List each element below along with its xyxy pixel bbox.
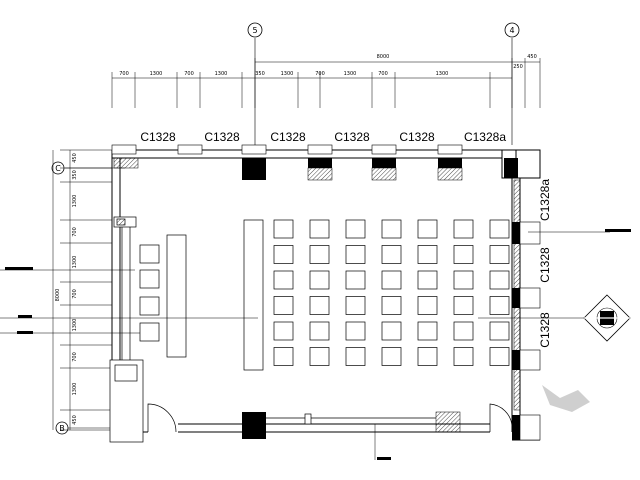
student-desk (273, 270, 294, 290)
student-desk (381, 296, 402, 315)
svg-text:C1328: C1328 (334, 130, 370, 144)
grid-bubble-top-left: 5 (247, 22, 263, 38)
svg-text:1300: 1300 (215, 71, 228, 77)
student-desk (345, 219, 366, 239)
svg-text:C1328: C1328 (270, 130, 306, 144)
svg-text:1300: 1300 (72, 383, 78, 396)
student-desk (417, 219, 438, 239)
left-dimension-lines (52, 149, 112, 431)
grid-bubble-top-right: 4 (504, 22, 520, 38)
student-desk (345, 270, 366, 290)
seating-grid (273, 219, 510, 366)
student-desk (273, 296, 294, 315)
student-desk (381, 219, 402, 239)
svg-text:5: 5 (252, 26, 257, 35)
right-window-frames (519, 221, 541, 441)
student-desk (273, 245, 294, 264)
svg-text:450: 450 (72, 153, 78, 163)
dim-left-overall: 8000 (55, 289, 61, 302)
student-desk (345, 296, 366, 315)
student-desk (345, 245, 366, 264)
grid-bubble-left-bottom: B (55, 421, 69, 435)
student-desk (489, 296, 510, 315)
svg-text:700: 700 (72, 352, 78, 362)
svg-text:1300: 1300 (150, 71, 163, 77)
top-window-strip (111, 144, 463, 155)
top-dimension-labels: 700 1300 700 1300 350 1300 700 1300 700 … (119, 71, 448, 77)
svg-text:C1328a: C1328a (538, 179, 552, 221)
student-desk (309, 321, 330, 341)
svg-text:700: 700 (119, 71, 129, 77)
svg-text:C1328a: C1328a (464, 130, 506, 144)
left-dimension-labels: 450 350 1300 700 1300 700 1300 700 1300 … (72, 153, 78, 425)
student-desk (345, 347, 366, 366)
student-desk (381, 270, 402, 290)
student-desk (489, 270, 510, 290)
compass-icon (583, 294, 631, 342)
svg-text:700: 700 (315, 71, 325, 77)
svg-text:1300: 1300 (436, 71, 449, 77)
student-desk (417, 321, 438, 341)
svg-text:1300: 1300 (72, 195, 78, 208)
svg-text:C1328: C1328 (399, 130, 435, 144)
top-window-labels: C1328 C1328 C1328 C1328 C1328 C1328a (140, 130, 506, 144)
student-desk (453, 270, 474, 290)
doors (147, 403, 513, 433)
svg-text:C1328: C1328 (204, 130, 240, 144)
student-desk (273, 347, 294, 366)
right-window-labels: C1328a C1328 C1328 (538, 179, 552, 348)
front-furniture (109, 216, 264, 443)
student-desk (489, 219, 510, 239)
student-desk (417, 296, 438, 315)
svg-text:350: 350 (255, 71, 265, 77)
grid-bubble-left-top: C (51, 161, 65, 175)
student-desk (453, 245, 474, 264)
student-desk (489, 245, 510, 264)
student-desk (345, 321, 366, 341)
dim-overall-right-1: 250 (513, 64, 523, 70)
svg-text:700: 700 (72, 289, 78, 299)
svg-text:700: 700 (378, 71, 388, 77)
shadow-mark (542, 385, 590, 412)
student-desk (453, 347, 474, 366)
svg-text:C1328: C1328 (538, 247, 552, 283)
student-desk (273, 219, 294, 239)
student-desk (309, 296, 330, 315)
student-desk (309, 270, 330, 290)
leader-callout-ticks (5, 229, 631, 460)
svg-text:C: C (55, 164, 61, 173)
student-desk (309, 347, 330, 366)
svg-text:1300: 1300 (344, 71, 357, 77)
svg-text:700: 700 (72, 227, 78, 237)
svg-text:1300: 1300 (281, 71, 294, 77)
student-desk (381, 347, 402, 366)
svg-text:1300: 1300 (72, 319, 78, 332)
svg-text:B: B (59, 424, 65, 433)
student-desk (381, 321, 402, 341)
student-desk (417, 245, 438, 264)
svg-text:1300: 1300 (72, 256, 78, 269)
student-desk (309, 219, 330, 239)
svg-text:350: 350 (72, 170, 78, 180)
svg-text:450: 450 (72, 415, 78, 425)
svg-text:4: 4 (509, 26, 514, 35)
student-desk (453, 321, 474, 341)
student-desk (489, 347, 510, 366)
student-desk (489, 321, 510, 341)
svg-text:C1328: C1328 (538, 312, 552, 348)
top-dimension-lines (111, 58, 541, 108)
student-desk (453, 219, 474, 239)
svg-text:700: 700 (184, 71, 194, 77)
student-desk (417, 347, 438, 366)
dim-overall-top: 8000 (377, 54, 390, 60)
dim-overall-right-2: 450 (527, 54, 537, 60)
student-desk (273, 321, 294, 341)
svg-text:C1328: C1328 (140, 130, 176, 144)
student-desk (381, 245, 402, 264)
student-desk (417, 270, 438, 290)
student-desk (309, 245, 330, 264)
student-desk (453, 296, 474, 315)
